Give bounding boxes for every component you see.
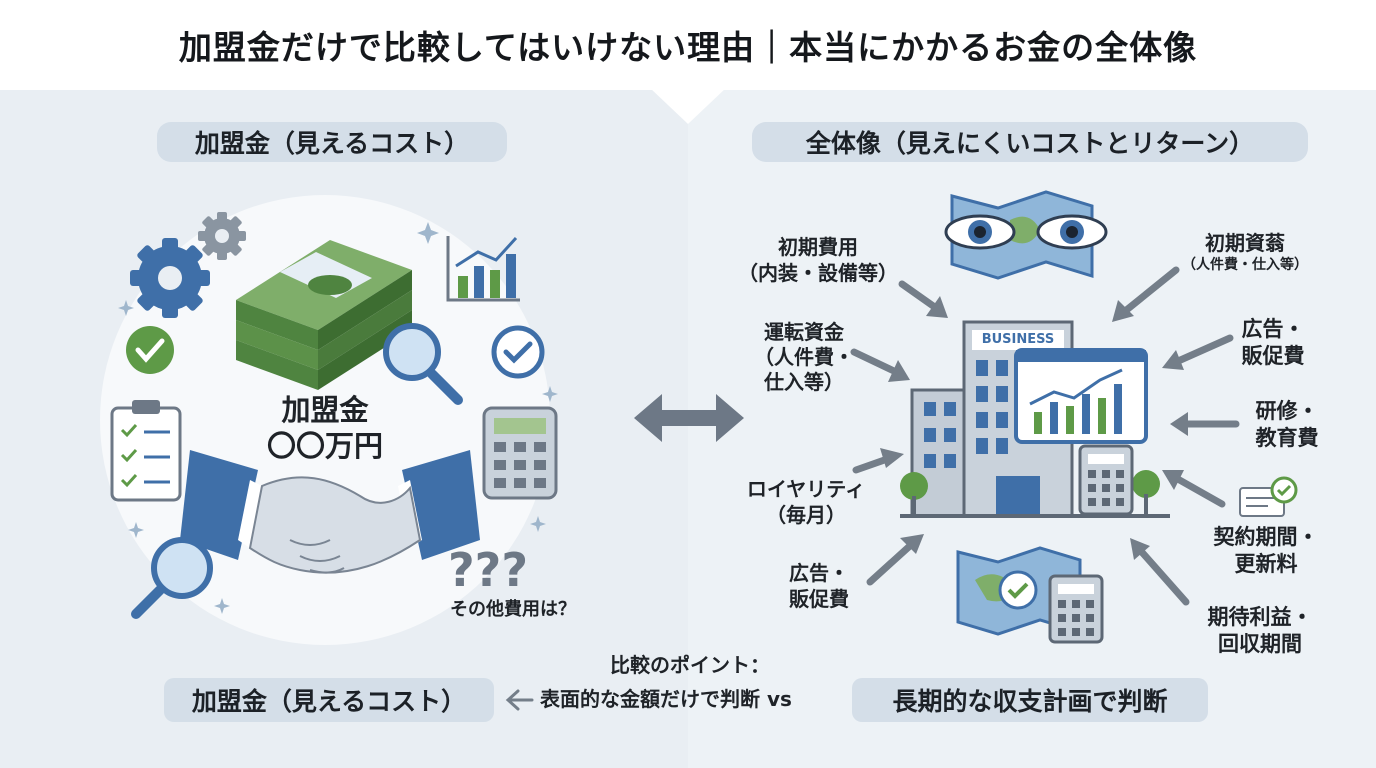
label-profit-line2: 回収期間 (1218, 632, 1302, 657)
clipboard-icon (110, 400, 182, 502)
bottom-left-pill: 加盟金（見えるコスト） (164, 678, 494, 722)
gear-small-icon (198, 212, 246, 260)
growth-chart-icon (446, 236, 520, 302)
other-costs-caption: その他費用は？ (450, 599, 576, 620)
label-profit: 期待利益・ 回収期間 (1190, 604, 1330, 659)
label-profit-line1: 期待利益・ (1207, 605, 1313, 629)
gear-icon (130, 238, 210, 318)
label-training: 研修・ 教育費 (1238, 398, 1336, 453)
franchise-fee-label: 加盟金 (281, 393, 369, 427)
bottom-right-pill: 長期的な収支計画で判断 (852, 678, 1208, 722)
label-working-capital-line3: 仕入等） (764, 370, 844, 394)
label-training-line2: 教育費 (1255, 426, 1319, 451)
question-marks: ??? (448, 543, 528, 597)
header: 加盟金だけで比較してはいけない理由｜本当にかかるお金の全体像 (0, 0, 1376, 90)
label-initial-funds: 初期資蓊 （人件費・仕入等） (1170, 230, 1320, 274)
handshake-icon (180, 450, 480, 574)
right-illustration (850, 190, 1298, 644)
inflow-arrows (850, 266, 1240, 606)
comparison-point-text: 表面的な金額だけで判断 vs (540, 687, 792, 711)
header-notch (650, 88, 726, 124)
label-initial-funds-line1: 初期資蓊 (1205, 231, 1285, 255)
sparkle-icons (118, 222, 558, 614)
calculator-icon (482, 406, 558, 500)
label-contract: 契約期間・ 更新料 (1196, 524, 1336, 579)
business-sign: BUSINESS (981, 332, 1055, 347)
franchise-fee-amount: 〇〇万円 (266, 429, 383, 464)
left-arrow-icon (505, 689, 534, 711)
label-working-capital: 運転資金 （人件費・ 仕入等） (736, 320, 872, 395)
money-stack-icon (236, 240, 412, 390)
label-contract-line1: 契約期間・ (1213, 525, 1319, 549)
calculator-icon (1048, 574, 1104, 644)
document-check-icon (1239, 476, 1298, 517)
comparison-point-title: 比較のポイント： (610, 653, 770, 677)
label-contract-line2: 更新料 (1234, 552, 1298, 577)
label-initial-funds-line2: （人件費・仕入等） (1182, 257, 1308, 273)
label-initial-cost-line1: 初期費用 (778, 235, 858, 259)
left-illustration: ??? (100, 195, 558, 645)
label-royalty-line1: ロイヤリティ (746, 477, 866, 501)
label-working-capital-line2: （人件費・ (754, 345, 854, 369)
label-ad-right: 広告・ 販促費 (1226, 316, 1320, 371)
monitor-chart-icon (1014, 348, 1148, 444)
label-royalty-line2: （毎月） (766, 503, 846, 527)
page-title: 加盟金だけで比較してはいけない理由｜本当にかかるお金の全体像 (178, 28, 1198, 67)
label-ad-right-line2: 販促費 (1241, 344, 1305, 369)
left-heading: 加盟金（見えるコスト） (157, 122, 507, 162)
check-icon (126, 326, 174, 374)
label-ad-left-line2: 販促費 (789, 587, 849, 611)
label-initial-cost-line2: （内装・設備等） (738, 261, 898, 285)
label-initial-cost: 初期費用 （内装・設備等） (730, 234, 906, 286)
calculator-icon (1078, 444, 1134, 516)
label-ad-right-line1: 広告・ (1241, 317, 1305, 341)
bidirectional-arrow-icon (634, 394, 744, 442)
franchise-fee-center: 加盟金 〇〇万円 (250, 392, 400, 465)
label-ad-left-line1: 広告・ (789, 561, 849, 585)
magnifier-icon (383, 323, 463, 405)
label-royalty: ロイヤリティ （毎月） (730, 476, 882, 528)
label-working-capital-line1: 運転資金 (764, 320, 844, 344)
right-heading: 全体像（見えにくいコストとリターン） (752, 122, 1308, 162)
label-training-line1: 研修・ (1255, 399, 1319, 423)
label-ad-left: 広告・ 販促費 (774, 560, 864, 612)
map-eyes-icon (944, 190, 1108, 280)
check-badge-icon (491, 325, 545, 379)
